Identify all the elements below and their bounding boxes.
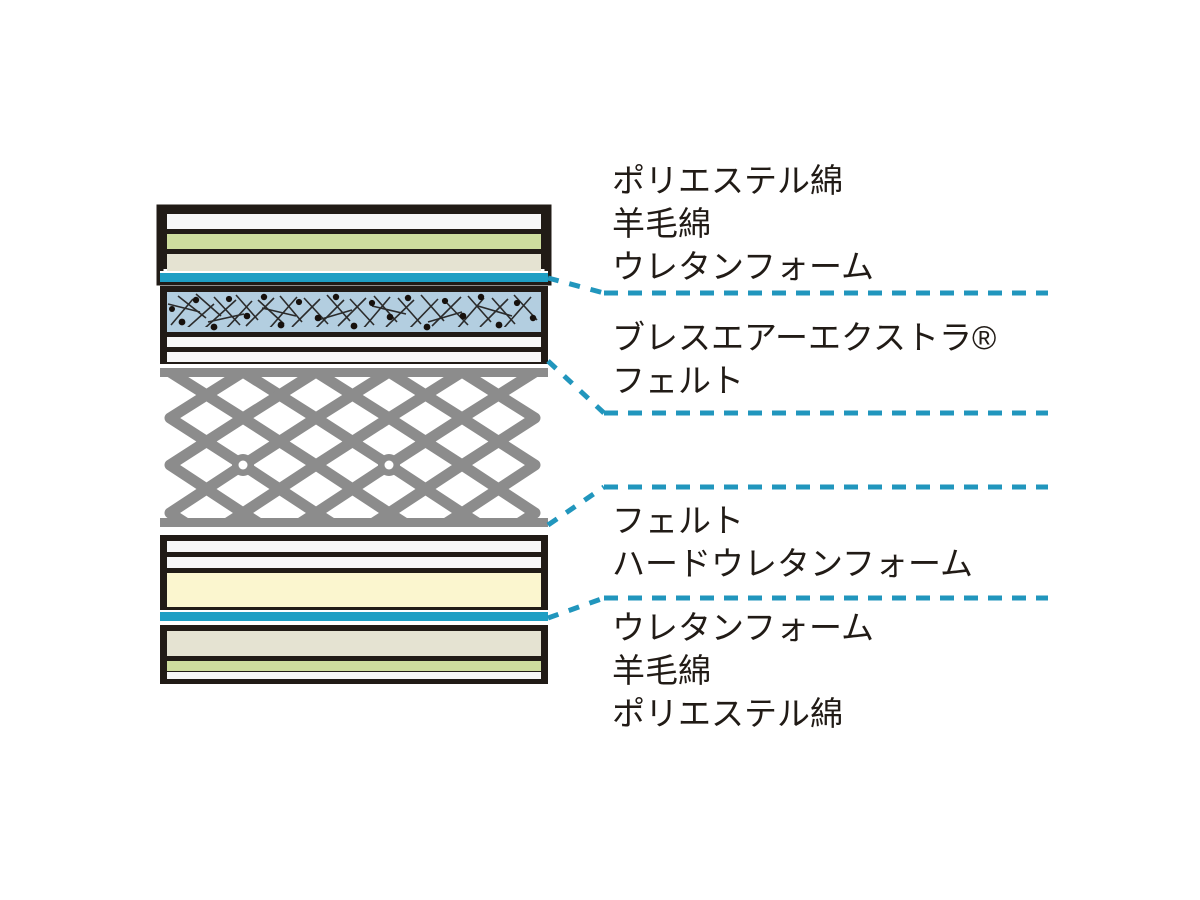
urethane-foam-bottom-strip [160,612,548,621]
felt-white-lower-a [167,541,541,552]
spring-top-rail [160,368,548,377]
bonnell-spring-unit [160,368,548,527]
lower-comfort-layers [160,535,548,684]
label-breath-air-extra: ブレスエアーエクストラ® [612,319,997,356]
label-wool-cotton-bottom: 羊毛綿 [612,652,711,689]
spring-bottom-rail [160,518,548,527]
leader-1 [547,275,1048,296]
felt-white-lower-b [167,557,541,568]
felt-beige-bottom-layer [167,631,541,656]
upper-comfort-layers [156,204,552,286]
wool-cotton-bottom-layer [167,661,541,671]
label-polyester-cotton-bottom: ポリエステル綿 [612,695,843,732]
label-urethane-foam-bottom: ウレタンフォーム [612,609,875,646]
leader-lines [546,275,1048,621]
spring-helical-connectors [232,454,400,476]
breath-air-fiber-texture [167,293,538,327]
label-wool-cotton-top: 羊毛綿 [612,205,711,242]
breath-air-extra-block [160,286,548,364]
felt-white-upper-b [167,352,541,362]
leader-2 [546,359,1048,416]
label-group-breath-air: ブレスエアーエクストラ® フェルト [612,316,996,402]
urethane-foam-top-strip [160,273,548,282]
label-felt-upper: フェルト [612,362,744,399]
label-group-lower-comfort: ウレタンフォーム 羊毛綿 ポリエステル綿 [612,606,874,735]
label-group-upper-comfort: ポリエステル綿 羊毛綿 ウレタンフォーム [612,159,874,288]
label-felt-lower: フェルト [612,502,744,539]
hard-urethane-foam-layer [167,573,541,607]
label-group-felt-hard-urethane: フェルト ハードウレタンフォーム [612,499,973,585]
label-hard-urethane-foam: ハードウレタンフォーム [612,545,974,582]
felt-white-upper-a [167,337,541,347]
breath-air-dot-texture [169,293,537,331]
leader-3 [546,484,1048,528]
leader-4 [547,595,1048,621]
label-urethane-foam-top: ウレタンフォーム [612,248,875,285]
label-polyester-cotton-top: ポリエステル綿 [612,162,843,199]
